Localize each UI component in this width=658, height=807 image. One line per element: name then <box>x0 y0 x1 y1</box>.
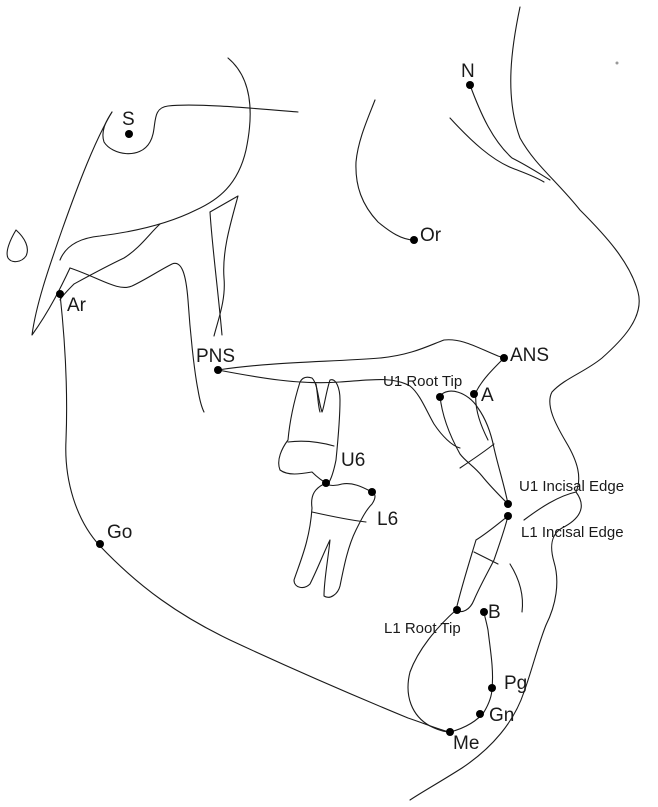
point-u6 <box>322 479 330 487</box>
cranial-base-curve <box>59 57 251 261</box>
point-ans <box>500 354 508 362</box>
lip-contour <box>523 491 577 521</box>
label-pg: Pg <box>504 673 527 694</box>
upper-molar-outline <box>278 376 341 485</box>
lower-incisor-outline <box>455 515 509 613</box>
label-u1-root-tip: U1 Root Tip <box>383 373 462 390</box>
point-gn <box>476 710 484 718</box>
label-gn: Gn <box>489 705 514 726</box>
lower-molar-cej <box>311 511 367 523</box>
nasal-bone-outline <box>510 6 640 493</box>
pharyngeal-wall <box>69 262 205 413</box>
symphysis-inner <box>407 609 457 733</box>
frontal-nasal-line-2 <box>449 117 545 183</box>
label-n: N <box>461 61 475 82</box>
point-ar <box>56 290 64 298</box>
posterior-maxilla-outline <box>209 211 223 336</box>
anatomical-outlines <box>6 6 640 801</box>
label-u1-incisal-edge: U1 Incisal Edge <box>519 478 624 495</box>
point-l6 <box>368 488 376 496</box>
landmark-points <box>56 61 619 736</box>
label-l6: L6 <box>377 509 398 530</box>
point-l1-incisal-edge <box>504 512 512 520</box>
point-n <box>466 81 474 89</box>
point-a <box>470 390 478 398</box>
upper-molar-cej <box>287 440 335 447</box>
point-pg <box>488 684 496 692</box>
upper-molar-root-split <box>315 383 321 413</box>
pterygomaxillary-fissure <box>209 195 239 337</box>
mentolabial-line <box>509 563 524 613</box>
label-a: A <box>481 385 494 406</box>
upper-incisor-outline <box>439 390 509 505</box>
frontal-nasal-line-1 <box>469 84 551 181</box>
ear-rod-outline <box>6 229 28 263</box>
label-go: Go <box>107 522 132 543</box>
clivus-outline <box>31 111 113 336</box>
speck-dot <box>615 61 619 65</box>
landmark-labels: S N Or Ar PNS ANS A U1 Root Tip U1 Incis… <box>67 61 624 754</box>
label-l1-root-tip: L1 Root Tip <box>384 620 461 637</box>
lower-molar-outline <box>293 483 376 598</box>
point-pns <box>214 366 222 374</box>
point-u1-incisal-edge <box>504 500 512 508</box>
point-go <box>96 540 104 548</box>
point-or <box>410 236 418 244</box>
label-or: Or <box>420 225 442 246</box>
point-b <box>480 608 488 616</box>
palatal-plane-upper <box>217 339 505 371</box>
label-pns: PNS <box>196 346 235 367</box>
label-ar: Ar <box>67 295 87 316</box>
label-l1-incisal-edge: L1 Incisal Edge <box>521 524 624 541</box>
label-ans: ANS <box>510 345 549 366</box>
label-b: B <box>488 602 501 623</box>
palatal-plane-lower <box>217 369 461 449</box>
lower-incisor-cej <box>473 551 499 565</box>
upper-incisor-cej <box>459 443 495 469</box>
sella-turcica-outline <box>102 104 299 155</box>
posterior-cranial-base <box>59 223 161 301</box>
label-s: S <box>122 109 135 130</box>
mandible-ramus <box>59 293 451 733</box>
soft-tissue-profile-lower <box>409 491 582 801</box>
label-me: Me <box>453 733 479 754</box>
point-l1-root-tip <box>453 606 461 614</box>
point-s <box>125 130 133 138</box>
point-me <box>446 728 454 736</box>
orbit-outline <box>355 99 415 241</box>
point-u1-root-tip <box>436 393 444 401</box>
label-u6: U6 <box>341 450 365 471</box>
